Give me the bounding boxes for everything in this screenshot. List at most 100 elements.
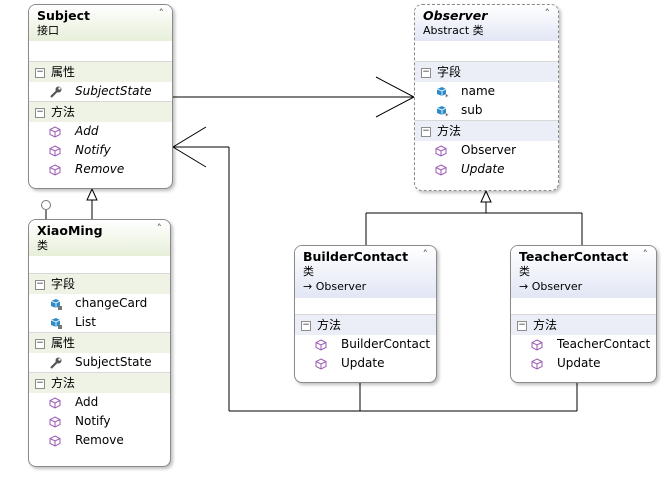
base-class-label: → Observer [519, 280, 583, 293]
section-properties: −属性 [29, 332, 170, 353]
header-spacer [511, 298, 656, 314]
collapse-icon[interactable]: ˄ [158, 7, 165, 20]
field-item[interactable]: * sub [415, 101, 558, 120]
member-label: Observer [461, 143, 517, 157]
method-item[interactable]: Add [29, 393, 170, 412]
method-item[interactable]: Remove [29, 160, 172, 179]
section-toggle-icon[interactable]: − [35, 337, 45, 349]
wrench-icon [49, 353, 75, 372]
field-private-icon [49, 313, 75, 332]
method-cube-icon [49, 122, 75, 141]
class-kind: 接口 [37, 24, 59, 37]
section-toggle-icon[interactable]: − [35, 106, 45, 118]
method-item[interactable]: Update [295, 354, 436, 373]
method-cube-icon [435, 160, 461, 179]
class-kind: 类 [37, 239, 48, 252]
section-label: 属性 [51, 336, 76, 350]
method-item[interactable]: Update [415, 160, 558, 179]
svg-text:*: * [445, 112, 449, 118]
section-toggle-icon[interactable]: − [301, 319, 311, 331]
section-methods: −方法 [511, 314, 656, 335]
section-label: 方法 [51, 105, 76, 119]
section-toggle-icon[interactable]: − [35, 66, 45, 78]
collapse-icon[interactable]: ˄ [544, 7, 551, 20]
collapse-icon[interactable]: ˄ [422, 248, 429, 261]
section-label: 方法 [533, 318, 558, 332]
class-kind: 类 [519, 265, 530, 278]
method-item[interactable]: TeacherContact [511, 335, 656, 354]
method-cube-icon [49, 160, 75, 179]
section-label: 方法 [437, 124, 462, 138]
collapse-icon[interactable]: ˄ [642, 248, 649, 261]
class-box-buildercontact[interactable]: BuilderContact 类 → Observer ˄ −方法 Builde… [294, 245, 437, 383]
class-header: Observer Abstract 类 ˄ [415, 5, 558, 41]
member-label: Update [557, 356, 601, 370]
class-name: BuilderContact [303, 249, 409, 264]
inherit-triangle [480, 189, 492, 203]
method-cube-icon [49, 141, 75, 160]
section-label: 字段 [437, 65, 462, 79]
member-label: Update [341, 356, 385, 370]
member-label: Add [75, 124, 99, 138]
member-label: Notify [75, 414, 111, 428]
method-item[interactable]: Notify [29, 141, 172, 160]
collapse-icon[interactable]: ˄ [156, 222, 163, 235]
header-spacer [29, 41, 172, 61]
back-arrowhead [172, 126, 207, 168]
method-cube-icon [49, 412, 75, 431]
section-fields: −字段 [415, 61, 558, 82]
member-label: Add [75, 395, 99, 409]
class-name: Subject [37, 8, 90, 23]
section-methods: −方法 [29, 372, 170, 393]
section-methods: −方法 [415, 120, 558, 141]
class-header: XiaoMing 类 ˄ [29, 220, 170, 256]
section-methods: −方法 [295, 314, 436, 335]
method-item[interactable]: Add [29, 122, 172, 141]
class-box-observer[interactable]: Observer Abstract 类 ˄ −字段 *name *sub −方法… [414, 4, 559, 191]
field-item[interactable]: changeCard [29, 294, 170, 313]
class-box-subject[interactable]: Subject 接口 ˄ −属性 SubjectState −方法 Add No… [28, 4, 173, 189]
section-properties: −属性 [29, 61, 172, 82]
section-toggle-icon[interactable]: − [421, 125, 431, 137]
section-label: 方法 [317, 318, 342, 332]
section-toggle-icon[interactable]: − [421, 66, 431, 78]
member-label: SubjectState [75, 84, 152, 98]
method-cube-icon [315, 354, 341, 373]
header-spacer [415, 41, 558, 61]
section-methods: −方法 [29, 101, 172, 122]
method-cube-icon [531, 354, 557, 373]
method-cube-icon [531, 335, 557, 354]
class-header: TeacherContact 类 → Observer ˄ [511, 246, 656, 298]
property-item[interactable]: SubjectState [29, 82, 172, 101]
method-cube-icon [315, 335, 341, 354]
method-item[interactable]: Notify [29, 412, 170, 431]
method-item[interactable]: Remove [29, 431, 170, 450]
section-fields: −字段 [29, 273, 170, 294]
class-box-xiaoming[interactable]: XiaoMing 类 ˄ −字段 changeCard List −属性 Sub… [28, 219, 171, 467]
member-label: Remove [75, 433, 124, 447]
member-label: sub [461, 103, 483, 117]
svg-text:*: * [445, 93, 449, 99]
class-header: Subject 接口 ˄ [29, 5, 172, 41]
property-item[interactable]: SubjectState [29, 353, 170, 372]
member-label: BuilderContact [341, 337, 431, 351]
class-header: BuilderContact 类 → Observer ˄ [295, 246, 436, 298]
section-toggle-icon[interactable]: − [35, 278, 45, 290]
field-item[interactable]: *name [415, 82, 558, 101]
section-label: 字段 [51, 277, 76, 291]
member-label: Update [461, 162, 505, 176]
method-cube-icon [49, 393, 75, 412]
section-label: 属性 [51, 65, 76, 79]
class-box-teachercontact[interactable]: TeacherContact 类 → Observer ˄ −方法 Teache… [510, 245, 657, 383]
method-item[interactable]: Observer [415, 141, 558, 160]
field-item[interactable]: List [29, 313, 170, 332]
section-toggle-icon[interactable]: − [35, 377, 45, 389]
section-toggle-icon[interactable]: − [517, 319, 527, 331]
class-name: XiaoMing [37, 223, 103, 238]
class-name: TeacherContact [519, 249, 629, 264]
method-item[interactable]: Update [511, 354, 656, 373]
member-label: Remove [75, 162, 125, 176]
method-item[interactable]: BuilderContact [295, 335, 436, 354]
member-label: Notify [75, 143, 111, 157]
